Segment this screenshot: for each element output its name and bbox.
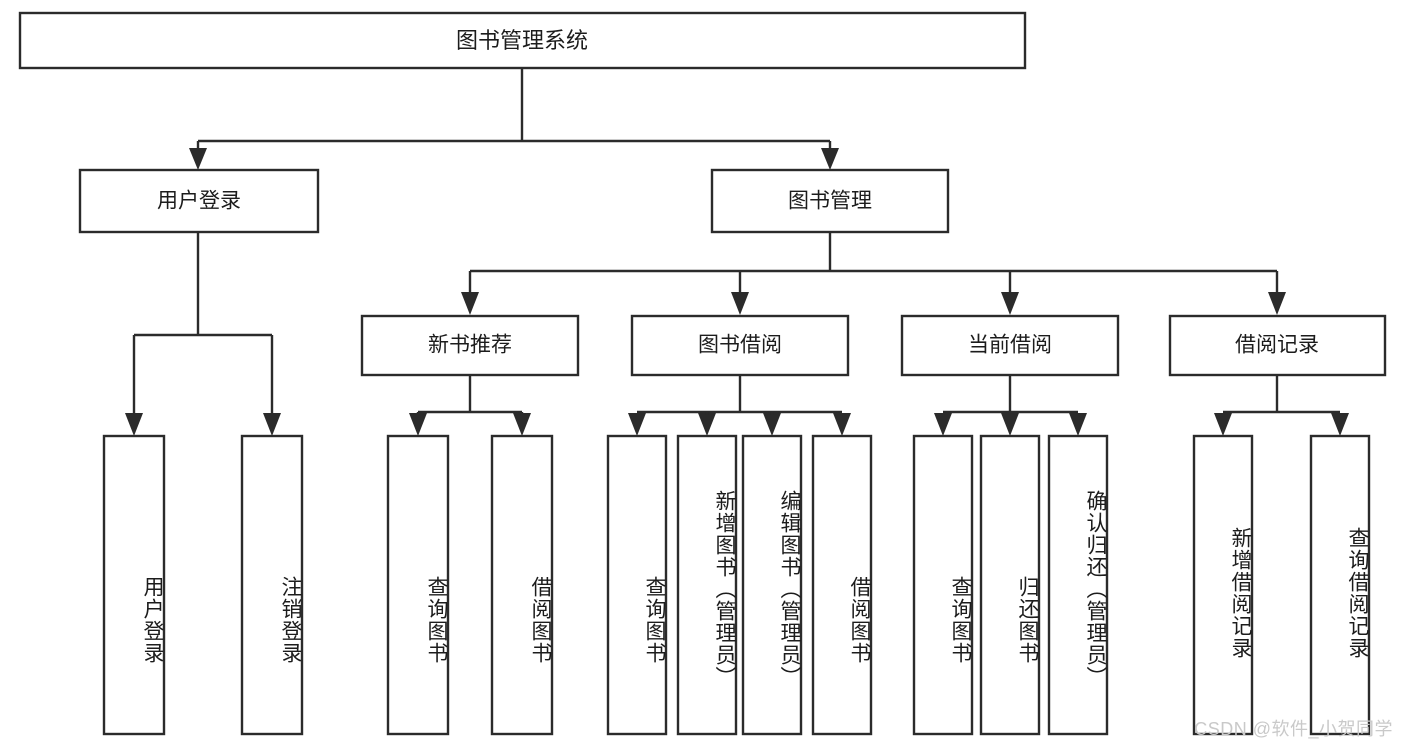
arrowhead-leaf-user-login (125, 413, 143, 436)
node-book-borrow-box[interactable] (630, 314, 850, 377)
node-new-book-recommend-box[interactable] (360, 314, 580, 377)
leaf-box-cb-confirm-return[interactable] (1047, 434, 1109, 736)
node-book-borrow-label: 图书借阅 (698, 334, 782, 357)
arrowhead-user-login (189, 148, 207, 170)
leaf-boxes-new-book-recommend (386, 434, 554, 736)
node-book-management-label: 图书管理 (788, 190, 872, 213)
arrowhead-nb-query-book (409, 413, 427, 436)
node-root-system-label: 图书管理系统 (456, 28, 588, 53)
arrowhead-borrow-record (1268, 292, 1286, 315)
node-book-management-box[interactable] (710, 168, 950, 234)
node-current-borrow-label: 当前借阅 (968, 334, 1052, 357)
arrowhead-leaf-logout (263, 413, 281, 436)
leaf-box-nb-borrow-book[interactable] (490, 434, 554, 736)
connector-group-current-borrow-to-leaves (934, 375, 1087, 436)
node-borrow-record[interactable]: 借阅记录 (1168, 314, 1387, 377)
leaf-box-bb-add-book[interactable] (676, 434, 738, 736)
connector-group-new-book-to-leaves (409, 375, 531, 436)
node-new-book-recommend[interactable]: 新书推荐 (360, 314, 580, 377)
arrowhead-book-mgmt (821, 148, 839, 170)
arrowhead-br-query-record (1331, 413, 1349, 436)
arrowhead-bb-borrow-book (833, 413, 851, 436)
connector-group-book-mgmt-to-level3 (461, 232, 1286, 315)
arrowhead-nb-borrow-book (513, 413, 531, 436)
leaf-boxes-book-borrow (606, 434, 873, 736)
arrowhead-br-add-record (1214, 413, 1232, 436)
leaf-box-br-add-record[interactable] (1192, 434, 1254, 736)
node-borrow-record-label: 借阅记录 (1235, 334, 1319, 357)
node-user-login-label: 用户登录 (157, 190, 241, 213)
connector-group-root-to-level2 (189, 68, 839, 170)
connector-group-book-borrow-to-leaves (628, 375, 851, 436)
node-book-management[interactable]: 图书管理 (710, 168, 950, 234)
node-root-system[interactable]: 图书管理系统 (18, 11, 1027, 70)
csdn-watermark: CSDN @软件_小贺同学 (1194, 719, 1393, 739)
arrowhead-bb-add-book (698, 413, 716, 436)
leaf-box-bb-query-book[interactable] (606, 434, 668, 736)
arrowhead-cb-query-book (934, 413, 952, 436)
arrowhead-bb-query-book (628, 413, 646, 436)
leaf-boxes-borrow-record (1192, 434, 1371, 736)
connector-group-user-login-to-leaves (125, 232, 281, 436)
leaf-box-br-query-record[interactable] (1309, 434, 1371, 736)
node-current-borrow[interactable]: 当前借阅 (900, 314, 1120, 377)
leaf-boxes-user-login (102, 434, 304, 736)
leaf-box-cb-query-book[interactable] (912, 434, 974, 736)
node-book-borrow[interactable]: 图书借阅 (630, 314, 850, 377)
leaf-box-nb-query-book[interactable] (386, 434, 450, 736)
node-borrow-record-box[interactable] (1168, 314, 1387, 377)
node-current-borrow-box[interactable] (900, 314, 1120, 377)
arrowhead-current-borrow (1001, 292, 1019, 315)
leaf-box-bb-edit-book[interactable] (741, 434, 803, 736)
leaf-box-cb-return-book[interactable] (979, 434, 1041, 736)
arrowhead-bb-edit-book (763, 413, 781, 436)
node-user-login[interactable]: 用户登录 (78, 168, 320, 234)
leaf-box-logout[interactable] (240, 434, 304, 736)
leaf-boxes-current-borrow (912, 434, 1109, 736)
leaf-box-user-login[interactable] (102, 434, 166, 736)
node-user-login-box[interactable] (78, 168, 320, 234)
node-root-system-box[interactable] (18, 11, 1027, 70)
node-new-book-recommend-label: 新书推荐 (428, 334, 512, 357)
leaf-box-bb-borrow-book[interactable] (811, 434, 873, 736)
connector-group-borrow-record-to-leaves (1214, 375, 1349, 436)
arrowhead-new-book (461, 292, 479, 315)
arrowhead-book-borrow (731, 292, 749, 315)
arrowhead-cb-return-book (1001, 413, 1019, 436)
arrowhead-cb-confirm-return (1069, 413, 1087, 436)
